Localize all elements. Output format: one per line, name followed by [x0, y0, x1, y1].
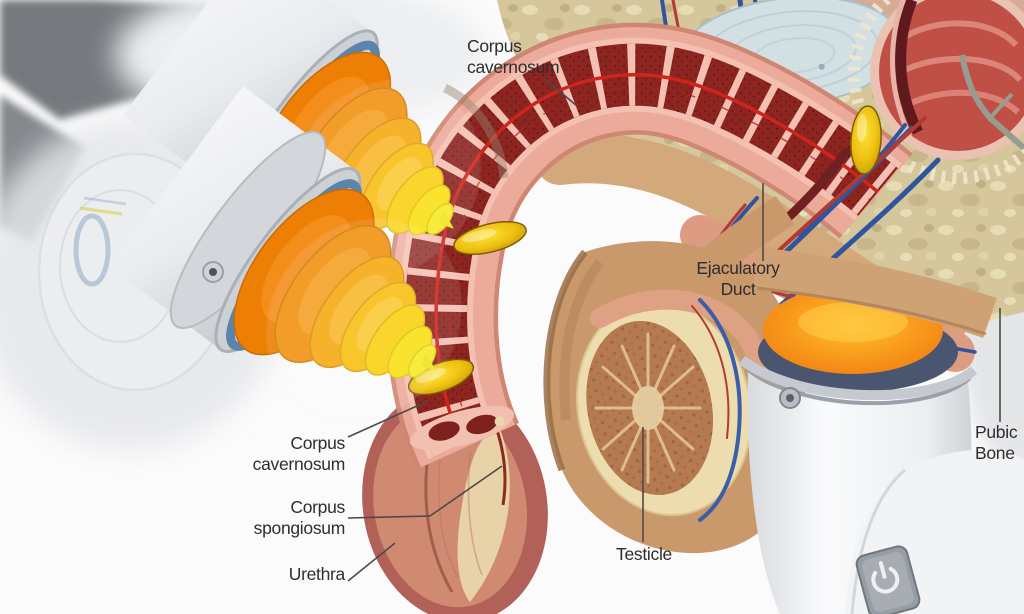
perineum-flap [752, 247, 997, 338]
testicle-septa [594, 332, 702, 484]
shockwave-focal-zones [407, 105, 882, 396]
label-corpus-cavernosum-top: Corpus cavernosum [467, 36, 560, 77]
label-urethra: Urethra [288, 564, 346, 584]
perineal-applicator [738, 247, 997, 614]
label-ejaculatory-duct: Ejaculatory Duct [696, 258, 780, 299]
power-icon [871, 561, 900, 594]
dorsal-artery [434, 72, 880, 445]
shaft-cut-face [409, 405, 515, 451]
prostate-cross-section [848, 0, 1024, 184]
corpus-cavernosum-band [399, 37, 902, 460]
urethra-channel [457, 424, 510, 602]
label-testicle: Testicle [616, 544, 672, 564]
power-button [855, 545, 921, 614]
control-unit [845, 449, 1024, 614]
penis-shaft [386, 22, 913, 470]
label-corpus-spongiosum: Corpus spongiosum [253, 497, 346, 538]
acoustic-wave-discs [233, 188, 437, 379]
leader-lines [347, 78, 1001, 582]
label-pubic-bone: Pubic Bone [975, 422, 1018, 463]
epididymis [590, 289, 769, 522]
label-corpus-cavernosum-lower: Corpus cavernosum [252, 433, 346, 474]
scrotum [543, 195, 806, 554]
shockwave-handpiece-lower [109, 86, 463, 423]
